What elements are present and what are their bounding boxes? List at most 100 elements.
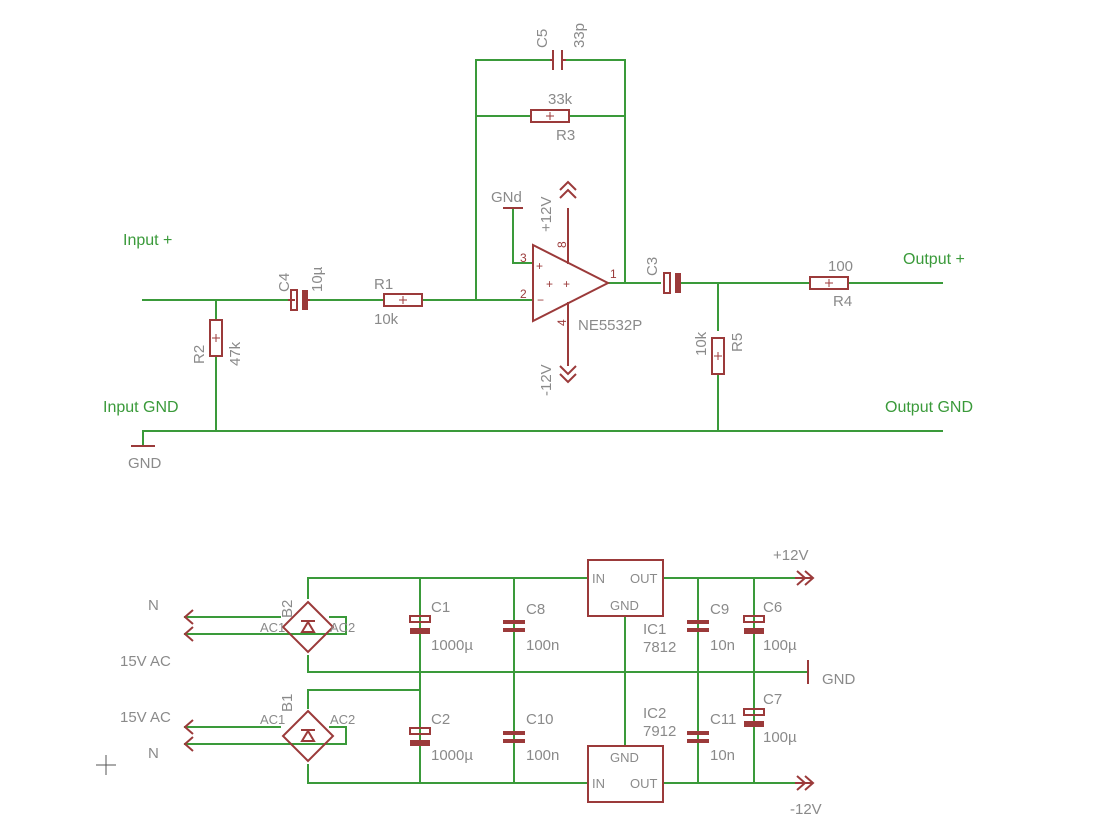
r1-name: R1 — [374, 276, 393, 293]
net-label-input-gnd: Input GND — [103, 399, 179, 416]
regulator-ic2[interactable] — [587, 745, 664, 803]
ac-bot-label: 15V AC — [120, 709, 171, 726]
capacitor-c8[interactable] — [503, 620, 525, 632]
b1-ac2-label: AC2 — [330, 712, 355, 727]
ic2-out-label: OUT — [630, 776, 658, 791]
r3-value: 33k — [548, 91, 573, 108]
r2-name: R2 — [191, 345, 208, 364]
vneg-arrow-icon — [559, 365, 577, 384]
capacitor-c10[interactable] — [503, 731, 525, 743]
b2-ac1-label: AC1 — [260, 620, 285, 635]
vpos-opamp-label: +12V — [538, 197, 555, 232]
c8-name: C8 — [526, 601, 545, 618]
ic2-gnd-label: GND — [610, 750, 639, 765]
capacitor-c1[interactable] — [409, 615, 431, 634]
ic1-value: 7812 — [643, 639, 676, 656]
net-label-output-plus: Output + — [903, 251, 965, 268]
pin-1-label: 1 — [610, 267, 617, 281]
c7-value: 100µ — [763, 729, 797, 746]
ic1-gnd-label: GND — [610, 598, 639, 613]
gnd-opamp-label: GNd — [491, 189, 522, 206]
net-label-input-plus: Input + — [123, 232, 172, 249]
c6-value: 100µ — [763, 637, 797, 654]
ic2-value: 7912 — [643, 723, 676, 740]
pin-3-label: 3 — [520, 251, 527, 265]
r1-value: 10k — [374, 311, 399, 328]
c5-name: C5 — [534, 29, 551, 48]
capacitor-c7[interactable] — [743, 708, 765, 727]
c8-value: 100n — [526, 637, 559, 654]
b1-ac1-label: AC1 — [260, 712, 285, 727]
resistor-r4[interactable] — [809, 276, 849, 290]
capacitor-c9[interactable] — [687, 620, 709, 632]
n-bot-label: N — [148, 745, 159, 762]
c9-value: 10n — [710, 637, 735, 654]
c1-value: 1000µ — [431, 637, 473, 654]
r2-value: 47k — [227, 341, 244, 366]
net-label-output-gnd: Output GND — [885, 399, 973, 416]
pin-2-label: 2 — [520, 287, 527, 301]
resistor-r1[interactable] — [383, 293, 423, 307]
vpos-out-label: +12V — [773, 547, 808, 564]
capacitor-c6[interactable] — [743, 615, 765, 634]
c4-name: C4 — [276, 273, 293, 292]
pin-8-label: 8 — [555, 241, 569, 248]
capacitor-c11[interactable] — [687, 731, 709, 743]
resistor-r5[interactable] — [711, 337, 725, 375]
pin-4-label: 4 — [555, 319, 569, 326]
c1-name: C1 — [431, 599, 450, 616]
bridge-rectifier-b2[interactable] — [281, 600, 335, 654]
b1-name: B1 — [279, 694, 296, 712]
c6-name: C6 — [763, 599, 782, 616]
vneg-out-arrow-icon — [795, 775, 815, 791]
c4-value: 10µ — [309, 266, 326, 292]
c7-name: C7 — [763, 691, 782, 708]
ic1-out-label: OUT — [630, 571, 658, 586]
c11-value: 10n — [710, 747, 735, 764]
c3-name: C3 — [644, 257, 661, 276]
ac-connector-arrows-icon — [183, 609, 194, 752]
r5-value: 10k — [693, 331, 710, 356]
svg-text:−: − — [537, 293, 544, 307]
b2-ac2-label: AC2 — [330, 620, 355, 635]
svg-text:+: + — [536, 259, 543, 273]
vneg-out-label: -12V — [790, 801, 822, 818]
capacitor-c2[interactable] — [409, 727, 431, 746]
c10-value: 100n — [526, 747, 559, 764]
capacitor-c3[interactable] — [663, 272, 681, 294]
opamp-name: NE5532P — [578, 317, 642, 334]
c10-name: C10 — [526, 711, 554, 728]
r4-value: 100 — [828, 258, 853, 275]
c11-name: C11 — [710, 711, 736, 728]
n-top-label: N — [148, 597, 159, 614]
gnd-top-label: GND — [128, 455, 162, 472]
resistor-r2[interactable] — [209, 319, 223, 357]
r5-name: R5 — [729, 333, 746, 352]
bridge-rectifier-b1[interactable] — [281, 709, 335, 763]
regulator-ic1[interactable] — [587, 559, 664, 617]
b2-name: B2 — [279, 600, 296, 618]
vpos-out-arrow-icon — [795, 570, 815, 586]
r4-name: R4 — [833, 293, 852, 310]
opamp-ne5532p[interactable]: + − + + — [532, 208, 611, 366]
c2-name: C2 — [431, 711, 450, 728]
ic2-in-label: IN — [592, 776, 605, 791]
ic1-name: IC1 — [643, 621, 666, 638]
vpos-arrow-icon — [559, 180, 577, 199]
amplifier-wires — [142, 59, 943, 447]
gnd-psu-label: GND — [822, 671, 856, 688]
c2-value: 1000µ — [431, 747, 473, 764]
resistor-r3[interactable] — [530, 109, 570, 123]
svg-text:+: + — [546, 277, 553, 291]
ac-top-label: 15V AC — [120, 653, 171, 670]
vneg-opamp-label: -12V — [538, 364, 555, 396]
svg-text:+: + — [563, 277, 570, 291]
r3-name: R3 — [556, 127, 575, 144]
ic1-in-label: IN — [592, 571, 605, 586]
psu-wires — [184, 577, 809, 784]
capacitor-c5[interactable] — [550, 50, 566, 70]
cursor-crosshair-icon — [96, 755, 116, 775]
c9-name: C9 — [710, 601, 729, 618]
capacitor-c4[interactable] — [288, 289, 310, 311]
